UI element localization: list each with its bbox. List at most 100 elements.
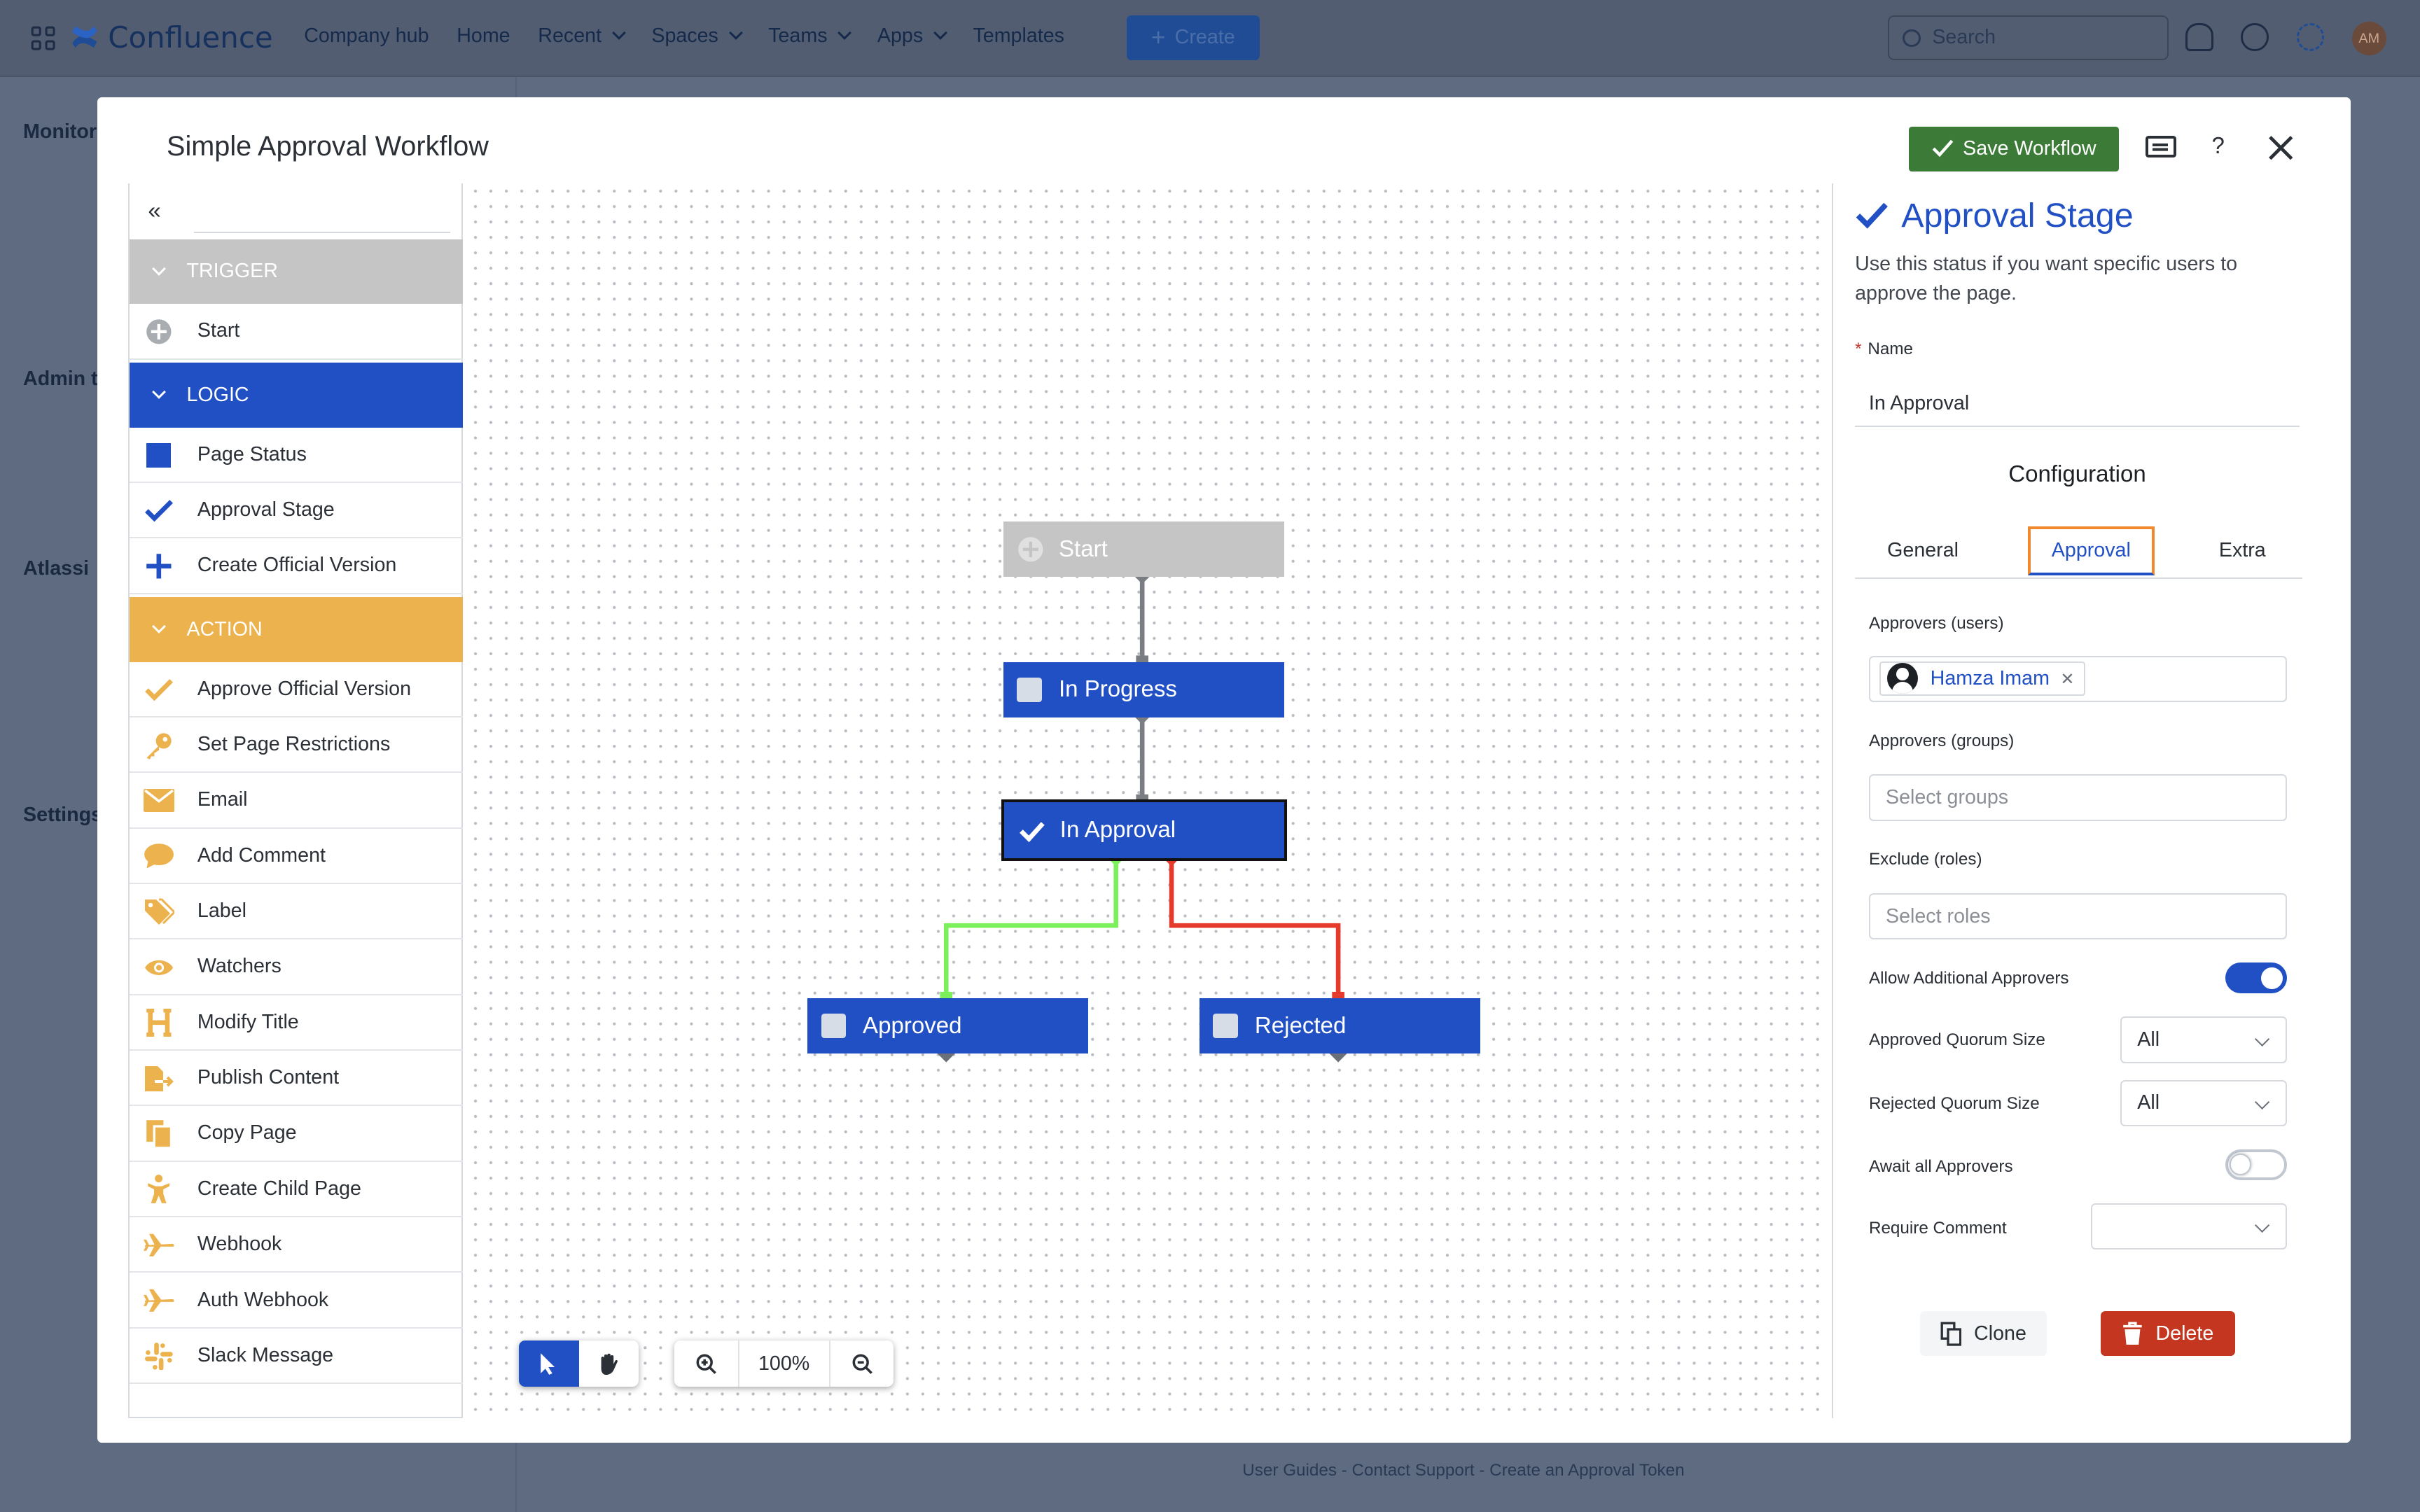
pan-tool-button[interactable] <box>579 1340 639 1387</box>
name-input[interactable] <box>1855 381 2300 428</box>
modal-title: Simple Approval Workflow <box>167 131 489 162</box>
palette-item-create-child-page[interactable]: Create Child Page <box>129 1162 463 1217</box>
approved-quorum-select[interactable]: All <box>2120 1016 2288 1063</box>
require-comment-select[interactable] <box>2091 1203 2288 1250</box>
node-palette: « TRIGGER Start LOGIC Page Status Approv… <box>127 183 464 1418</box>
palette-item-set-page-restrictions[interactable]: Set Page Restrictions <box>129 718 463 774</box>
edge-reject <box>1169 858 1341 999</box>
delete-button[interactable]: Delete <box>2100 1311 2235 1357</box>
nav-templates[interactable]: Templates <box>973 24 1064 48</box>
edge-approve <box>943 858 1118 999</box>
confluence-logo[interactable]: Confluence <box>71 20 273 55</box>
palette-item-create-official-version[interactable]: Create Official Version <box>129 538 463 594</box>
collapse-double-chevron-icon[interactable]: « <box>148 197 161 224</box>
palette-item-email[interactable]: Email <box>129 773 463 829</box>
nav-home[interactable]: Home <box>457 24 510 48</box>
exclude-roles-label: Exclude (roles) <box>1868 850 1982 869</box>
palette-item-webhook[interactable]: Webhook <box>129 1217 463 1273</box>
rejected-quorum-select[interactable]: All <box>2120 1079 2288 1126</box>
tab-approval[interactable]: Approval <box>2027 526 2155 576</box>
category-action[interactable]: ACTION <box>129 596 463 662</box>
palette-item-label[interactable]: Label <box>129 884 463 940</box>
palette-item-start[interactable]: Start <box>129 304 463 360</box>
allow-additional-approvers-toggle[interactable] <box>2225 962 2288 994</box>
check-icon <box>1020 822 1045 842</box>
keyboard-shortcuts-icon[interactable] <box>2145 135 2176 158</box>
palette-item-approval-stage[interactable]: Approval Stage <box>129 483 463 539</box>
nav-spaces[interactable]: Spaces <box>651 24 740 48</box>
nav-company-hub[interactable]: Company hub <box>304 24 429 48</box>
palette-item-add-comment[interactable]: Add Comment <box>129 829 463 884</box>
node-in-progress[interactable]: In Progress <box>1003 662 1284 718</box>
help-icon[interactable] <box>2241 23 2269 51</box>
palette-item-page-status[interactable]: Page Status <box>129 428 463 483</box>
palette-item-label: Start <box>197 319 240 342</box>
help-button[interactable]: ? <box>2211 132 2225 159</box>
category-logic[interactable]: LOGIC <box>129 362 463 428</box>
approvers-groups-label: Approvers (groups) <box>1868 731 2015 750</box>
palette-item-label: Page Status <box>197 442 307 465</box>
palette-item-label: Email <box>197 788 248 811</box>
palette-search-input[interactable] <box>194 192 451 233</box>
cursor-arrow-icon <box>541 1352 555 1375</box>
save-workflow-button[interactable]: Save Workflow <box>1909 126 2120 172</box>
nav-apps[interactable]: Apps <box>877 24 945 48</box>
node-in-approval[interactable]: In Approval <box>1001 799 1288 861</box>
await-all-approvers-toggle[interactable] <box>2225 1149 2288 1181</box>
node-in-progress-label: In Progress <box>1058 676 1177 703</box>
check-icon <box>1932 140 1954 158</box>
nav-recent[interactable]: Recent <box>538 24 623 48</box>
app-switcher-icon[interactable] <box>31 26 55 51</box>
save-workflow-label: Save Workflow <box>1963 137 2096 160</box>
notifications-icon[interactable] <box>2185 23 2213 51</box>
palette-item-publish-content[interactable]: Publish Content <box>129 1051 463 1107</box>
user-avatar-icon <box>1886 663 1919 694</box>
palette-item-copy-page[interactable]: Copy Page <box>129 1106 463 1162</box>
tab-extra[interactable]: Extra <box>2218 539 2266 562</box>
close-icon[interactable] <box>2264 131 2297 164</box>
delete-label: Delete <box>2155 1322 2214 1345</box>
zoom-out-icon <box>852 1354 872 1374</box>
select-tool-button[interactable] <box>518 1340 579 1387</box>
create-button[interactable]: + Create <box>1126 15 1260 60</box>
node-rejected[interactable]: Rejected <box>1199 998 1480 1054</box>
toggle-knob <box>2260 967 2283 989</box>
comment-bubble-icon <box>144 842 174 870</box>
approver-name: Hamza Imam <box>1930 667 2050 690</box>
sidebar-section-atlassian: Atlassi <box>23 556 89 580</box>
palette-item-modify-title[interactable]: Modify Title <box>129 995 463 1051</box>
palette-item-label: Copy Page <box>197 1121 297 1144</box>
require-comment-label: Require Comment <box>1868 1219 2007 1238</box>
node-rejected-label: Rejected <box>1254 1012 1347 1039</box>
node-start-label: Start <box>1058 536 1108 562</box>
palette-item-label: Add Comment <box>197 844 326 867</box>
approved-quorum-label: Approved Quorum Size <box>1868 1030 2045 1050</box>
palette-item-approve-official-version[interactable]: Approve Official Version <box>129 662 463 718</box>
palette-header: « <box>130 183 463 239</box>
approvers-users-input[interactable]: Hamza Imam ✕ <box>1868 655 2288 702</box>
category-trigger[interactable]: TRIGGER <box>129 239 463 304</box>
zoom-out-button[interactable] <box>830 1340 893 1387</box>
palette-item-label: Approval Stage <box>197 498 335 522</box>
footer-links[interactable]: User Guides - Contact Support - Create a… <box>1242 1461 1685 1480</box>
zoom-in-button[interactable] <box>674 1340 737 1387</box>
palette-item-slack-message[interactable]: Slack Message <box>129 1329 463 1385</box>
exclude-roles-select[interactable]: Select roles <box>1868 893 2288 940</box>
palette-item-label: Watchers <box>197 955 281 978</box>
node-approved[interactable]: Approved <box>807 998 1088 1054</box>
user-avatar[interactable]: AM <box>2352 21 2386 56</box>
nav-teams[interactable]: Teams <box>768 24 849 48</box>
slack-icon <box>144 1342 174 1371</box>
configuration-tabs: General Approval Extra <box>1855 526 2303 579</box>
node-start[interactable]: Start <box>1003 521 1284 578</box>
hand-icon <box>601 1353 618 1375</box>
approvers-groups-select[interactable]: Select groups <box>1868 774 2288 821</box>
settings-gear-icon[interactable] <box>2296 23 2325 51</box>
workflow-canvas[interactable]: Start In Progress In Approval Approved R… <box>467 183 1829 1418</box>
search-input[interactable]: Search <box>1887 15 2169 60</box>
remove-tag-icon[interactable]: ✕ <box>2060 669 2075 689</box>
tab-general[interactable]: General <box>1887 539 1959 562</box>
palette-item-auth-webhook[interactable]: Auth Webhook <box>129 1273 463 1329</box>
clone-button[interactable]: Clone <box>1919 1311 2047 1357</box>
palette-item-watchers[interactable]: Watchers <box>129 939 463 995</box>
